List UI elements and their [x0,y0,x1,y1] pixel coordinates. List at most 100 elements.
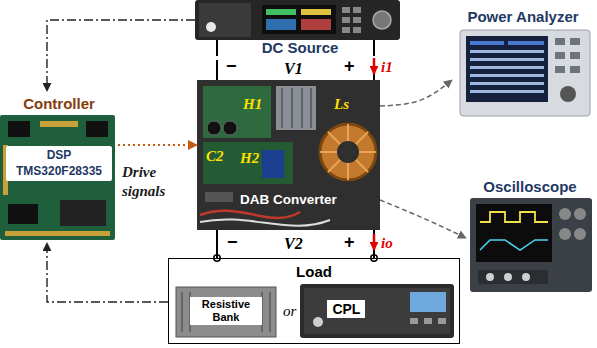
device-label: CPL [327,300,365,318]
device-body [470,198,592,292]
pcb [0,115,115,240]
switch-bridge-label: H1 [243,96,262,113]
current-arrow [373,58,376,74]
current-arrow [373,234,376,250]
power-analyzer-photo [460,30,590,116]
device-label: Resistive Bank [190,297,262,325]
toroid-winding [359,151,376,153]
display-screen [262,5,336,34]
device-button [353,27,361,33]
heatsink-fin [291,88,293,128]
toroid-core-hole [337,141,359,163]
terminal [313,317,323,327]
load-box: LoadResistive Bank CPL [168,258,460,344]
vent [269,292,271,332]
heatsink-fin [310,88,312,128]
square-waveform [480,212,548,222]
toroid-winding [347,124,349,141]
probe-socket [486,273,494,281]
toroid-winding [347,163,349,180]
capacitor [262,150,284,178]
device-button [555,66,565,73]
device-button [570,38,580,45]
device-button [353,7,361,13]
device-button [424,318,432,324]
chip [86,121,108,137]
device-body [300,284,454,338]
screen-readout [470,50,544,53]
display-screen [466,36,548,102]
oscilloscope: Oscilloscope [466,176,594,294]
measurement-arrow [380,200,466,238]
device-button [438,318,446,324]
device-button [342,17,350,23]
toroid-winding [356,160,368,172]
feedback-arrow [47,20,195,91]
measurement-arrow [380,80,452,106]
power-button [206,22,216,32]
device-title: Controller [23,95,95,112]
power-analyzer: Power Analyzer [452,6,594,118]
device-body [176,287,276,337]
toroid-winding [320,151,337,153]
device-button [342,7,350,13]
group-title: Load [296,263,332,280]
power-wire [216,230,218,258]
heatsink [276,86,316,130]
device-button [570,52,580,59]
front-panel [199,3,251,37]
screen-readout [508,41,544,45]
photo-ground [197,80,380,230]
pin-header [40,121,78,127]
polarity-sign: − [226,57,237,77]
control-knob [559,228,571,240]
voltage-label: V2 [284,235,303,253]
control-knob [574,228,586,240]
front-panel [304,288,450,334]
current-label: i1 [381,59,393,76]
dc-source-device [195,0,400,56]
screen-readout [470,41,504,45]
cpl-device: CPL [299,283,457,341]
screen-readout [266,19,296,30]
inductor-toroid [320,124,376,180]
heatsink-fin [301,88,303,128]
device-button [555,38,565,45]
connector [205,192,233,202]
device-title: Power Analyzer [467,8,578,25]
toroid-winding [328,160,340,172]
device-title: Oscilloscope [483,178,576,195]
dab-converter: DAB Converter [197,80,380,230]
device-button [555,52,565,59]
heatsink-fin [281,88,283,128]
switch-bridge-label: H2 [240,150,259,167]
screen-readout [470,66,544,69]
screen-readout [470,90,544,93]
device-body [195,0,400,40]
device-button [353,17,361,23]
resistive-bank: Resistive Bank [175,286,277,338]
controller-board: ControllerDSP TMS320F28335 [0,92,118,242]
bridge-pcb [203,142,293,184]
device-button [342,27,350,33]
power-wire [373,230,375,258]
drive-signal-arrow [118,144,197,146]
chip [8,121,30,137]
device-button [570,66,580,73]
display-screen [476,204,552,262]
probe-socket [522,273,530,281]
voltage-label: V1 [284,60,303,78]
pin-header [5,231,110,236]
screen-readout [470,82,544,85]
toroid-winding [356,132,368,144]
dc-source: DC Source [195,0,405,60]
capacitor [223,121,237,135]
wire-stub [216,40,218,56]
cable [200,211,300,218]
chip [60,200,106,226]
vent [181,292,183,332]
capacitor-label: C2 [206,148,224,165]
chip-label: DSP TMS320F28335 [6,146,112,181]
cpl-device-photo [300,284,454,338]
device-button [410,318,418,324]
